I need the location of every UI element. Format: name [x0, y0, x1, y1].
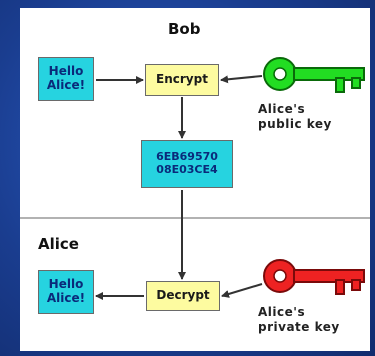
arrow-public-key-to-encrypt	[220, 75, 263, 84]
decrypt-box: Decrypt	[146, 281, 220, 311]
public-key-icon	[263, 57, 365, 93]
plaintext-box-top: Hello Alice!	[38, 57, 94, 101]
plaintext-line: Hello	[48, 64, 84, 79]
ciphertext-line: 08E03CE4	[156, 163, 218, 176]
private-key-icon	[263, 259, 365, 295]
private-key-caption: Alice's private key	[258, 305, 340, 335]
private-key-caption-line2: private key	[258, 320, 340, 334]
plaintext-line: Alice!	[46, 291, 86, 305]
plaintext-box-bottom: Hello Alice!	[38, 270, 94, 314]
section-label-alice: Alice	[38, 235, 79, 253]
plaintext-line: Alice!	[46, 78, 86, 92]
ciphertext-box: 6EB69570 08E03CE4	[141, 140, 233, 188]
encrypt-label: Encrypt	[156, 72, 208, 87]
encrypt-box: Encrypt	[145, 64, 219, 96]
section-label-bob: Bob	[168, 20, 201, 38]
public-key-caption-line2: public key	[258, 117, 332, 131]
ciphertext-line: 6EB69570	[156, 150, 218, 164]
public-key-caption-line1: Alice's	[258, 102, 306, 116]
arrow-private-key-to-decrypt	[221, 283, 263, 298]
private-key-caption-line1: Alice's	[258, 305, 306, 319]
decrypt-label: Decrypt	[156, 288, 210, 303]
public-key-caption: Alice's public key	[258, 102, 332, 132]
plaintext-line: Hello	[48, 277, 84, 292]
